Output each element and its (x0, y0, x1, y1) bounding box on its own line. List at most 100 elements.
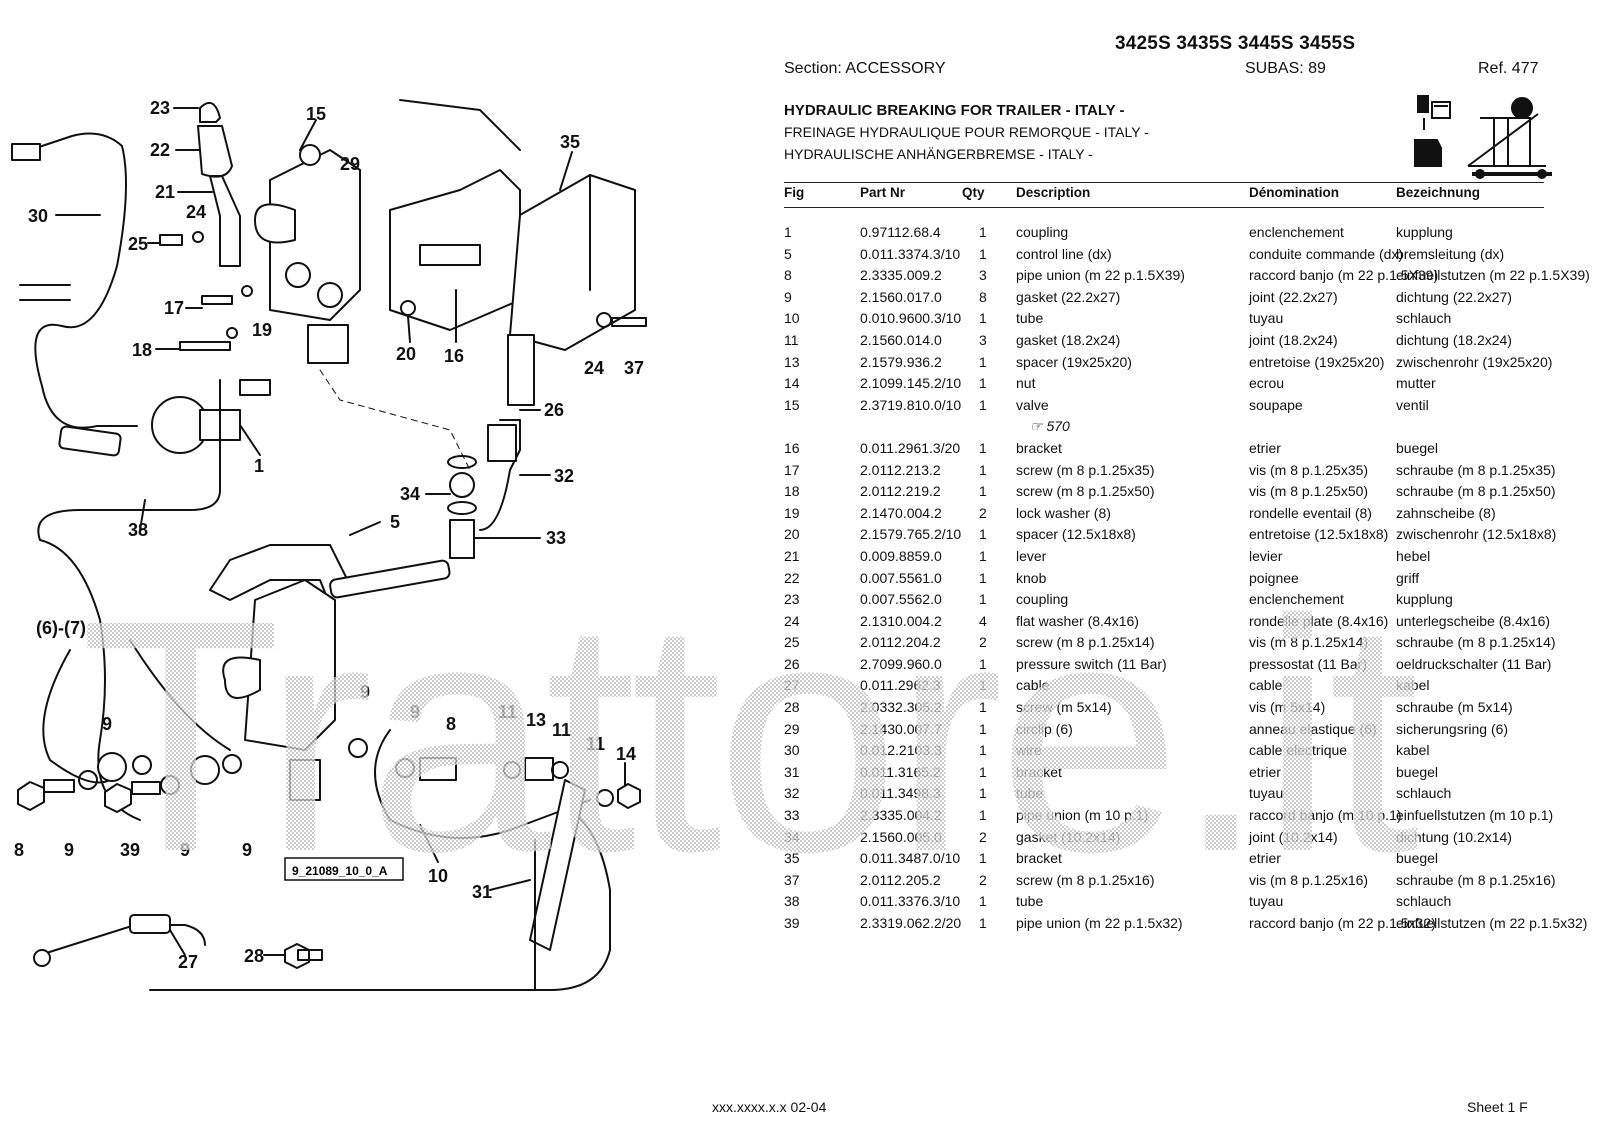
cell-bezeichnung: einfuellstutzen (m 10 p.1) (1396, 807, 1554, 824)
cell-part-nr: 0.011.3487.0/10 (860, 850, 961, 867)
callout-8b: 8 (14, 840, 24, 860)
cell-qty: 3 (979, 331, 987, 348)
cell-denomination: levier (1249, 547, 1283, 564)
callout-9f: 9 (242, 840, 252, 860)
cell-denomination: vis (m 8 p.1.25x14) (1249, 634, 1369, 651)
cell-bezeichnung: einfuellstutzen (m 22 p.1.5X39) (1396, 267, 1590, 284)
cell-qty: 1 (979, 353, 987, 370)
cell-qty: 1 (979, 224, 987, 240)
cell-qty: 1 (979, 785, 987, 802)
cell-part-nr: 0.009.8859.0 (860, 547, 942, 564)
cell-bezeichnung: kabel (1396, 677, 1430, 694)
cell-qty: 1 (979, 915, 987, 931)
cell-fig: 39 (784, 915, 800, 931)
cell-fig: 21 (784, 547, 800, 564)
cell-part-nr: 2.3335.009.2 (860, 267, 942, 284)
page-title-german: HYDRAULISCHE ANHÄNGERBREMSE - ITALY - (784, 146, 1093, 162)
cell-denomination: anneau elastique (6) (1249, 720, 1377, 737)
callout-23: 23 (150, 98, 170, 118)
callout-18: 18 (132, 340, 152, 360)
cell-description: circlip (6) (1016, 720, 1073, 737)
cell-description: pipe union (m 10 p.1) (1016, 807, 1149, 824)
callout-29: 29 (340, 154, 360, 174)
callout-16: 16 (444, 346, 464, 366)
cell-description: screw (m 8 p.1.25x50) (1016, 483, 1155, 500)
cell-denomination: rondelle eventail (8) (1249, 504, 1372, 521)
cell-fig: 17 (784, 461, 800, 478)
cell-denomination: cable electrique (1249, 742, 1348, 759)
cell-fig: 8 (784, 267, 792, 284)
cell-part-nr: 0.007.5561.0 (860, 569, 942, 586)
cell-denomination: vis (m 8 p.1.25x50) (1249, 483, 1369, 500)
cell-bezeichnung: schraube (m 8 p.1.25x14) (1396, 634, 1556, 651)
cell-qty: 1 (979, 893, 987, 910)
cell-denomination: raccord banjo (m 22 p.1.5x32) (1249, 915, 1436, 931)
cell-qty: 1 (979, 742, 987, 759)
cell-qty: 4 (979, 612, 987, 629)
cell-qty: 1 (979, 310, 987, 327)
cell-fig: 29 (784, 720, 800, 737)
column-header-part-nr: Part Nr (860, 185, 906, 200)
cell-description: wire (1016, 742, 1042, 759)
cell-fig: 13 (784, 353, 800, 370)
cell-bezeichnung: kabel (1396, 742, 1430, 759)
cell-part-nr: 2.0112.213.2 (860, 461, 941, 478)
cell-description: gasket (18.2x24) (1016, 331, 1121, 348)
cell-qty: 1 (979, 375, 987, 392)
callout-26: 26 (544, 400, 564, 420)
cell-qty: 8 (979, 288, 987, 305)
model-list: 3425S 3435S 3445S 3455S (1115, 33, 1356, 54)
cell-description: bracket (1016, 439, 1062, 456)
cell-fig: 24 (784, 612, 800, 629)
callout-24: 24 (186, 202, 206, 222)
cell-description: coupling (1016, 224, 1069, 240)
cell-fig: 32 (784, 785, 800, 802)
cell-part-nr: 2.1560.017.0 (860, 288, 942, 305)
callout-28: 28 (244, 946, 264, 966)
cell-part-nr: 2.1099.145.2/10 (860, 375, 962, 392)
column-header-description: Description (1016, 185, 1091, 200)
cell-qty: 1 (979, 720, 987, 737)
cell-fig: 18 (784, 483, 800, 500)
cell-description: pipe union (m 22 p.1.5x32) (1016, 915, 1183, 931)
cell-qty: 1 (979, 439, 987, 456)
cell-part-nr: 0.011.3165.2 (860, 763, 941, 780)
cell-bezeichnung: zwischenrohr (19x25x20) (1396, 353, 1553, 370)
cell-fig: 30 (784, 742, 800, 759)
callout-5: 5 (390, 512, 400, 532)
callout-32: 32 (554, 466, 574, 486)
subas-label: SUBAS: 89 (1245, 60, 1326, 77)
callout-1: 1 (254, 456, 264, 476)
cell-bezeichnung: dichtung (10.2x14) (1396, 828, 1512, 845)
callout-13: 13 (526, 710, 546, 730)
cell-denomination: etrier (1249, 763, 1281, 780)
cell-qty: 1 (979, 245, 987, 262)
cell-denomination: tuyau (1249, 310, 1284, 327)
cell-denomination: vis (m 8 p.1.25x16) (1249, 871, 1369, 888)
cell-bezeichnung: zwischenrohr (12.5x18x8) (1396, 526, 1557, 543)
cell-description: pressure switch (11 Bar) (1016, 655, 1167, 672)
column-header-qty: Qty (962, 185, 985, 200)
cell-description: coupling (1016, 591, 1069, 608)
cell-description: bracket (1016, 850, 1062, 867)
callout-35: 35 (560, 132, 580, 152)
cell-bezeichnung: kupplung (1396, 591, 1453, 608)
callout-9b: 9 (360, 682, 370, 702)
cell-description: screw (m 8 p.1.25x16) (1016, 871, 1155, 888)
cell-fig: 22 (784, 569, 800, 586)
